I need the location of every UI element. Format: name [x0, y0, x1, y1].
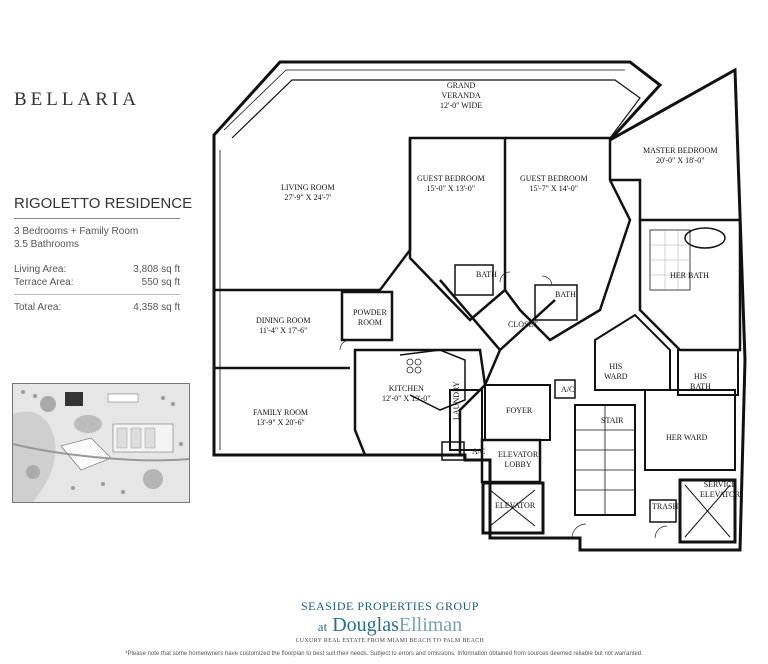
room-label-ac-1: A/C — [472, 447, 486, 456]
room-label-master-bedroom: MASTER BEDROOM 20'-0" X 18'-0" — [643, 146, 718, 165]
room-label-her-ward: HER WARD — [666, 433, 708, 442]
footer-brand-line2: at DouglasElliman — [285, 614, 495, 638]
room-label-laundry: LAUNDRY — [452, 381, 461, 420]
site-plan-image — [12, 383, 190, 503]
divider — [14, 294, 180, 295]
room-label-her-bath: HER BATH — [670, 271, 709, 280]
room-label-service-elevator: SERVICE ELEVATOR — [700, 480, 741, 499]
footer-name-b: Elliman — [398, 614, 463, 636]
room-label-elevator: ELEVATOR — [495, 501, 536, 510]
room-label-his-bath: HIS BATH — [690, 372, 711, 391]
terrace-area-label: Terrace Area: — [14, 277, 74, 288]
footer-brand-line1: SEASIDE PROPERTIES GROUP — [301, 599, 479, 613]
room-label-closet: CLOSET — [508, 320, 539, 329]
brand-title: BELLARIA — [14, 89, 140, 110]
residence-title: RIGOLETTO RESIDENCE — [14, 195, 193, 212]
room-label-family: FAMILY ROOM 13'-9" X 20'-6" — [253, 408, 308, 427]
total-area-value: 4,358 sq ft — [133, 302, 180, 313]
terrace-area-row: Terrace Area: 550 sq ft — [14, 277, 180, 288]
footer-at: at — [317, 619, 328, 634]
room-label-guest-bedroom-1: GUEST BEDROOM 15'-0" X 13'-0" — [417, 174, 485, 193]
total-area-row: Total Area: 4,358 sq ft — [14, 302, 180, 313]
footer-brand: SEASIDE PROPERTIES GROUP at DouglasEllim… — [285, 599, 495, 644]
floor-plan — [212, 60, 747, 552]
room-label-foyer: FOYER — [506, 406, 533, 415]
room-label-grand-veranda: GRAND VERANDA 12'-0" WIDE — [440, 81, 483, 110]
room-label-guest-bedroom-2: GUEST BEDROOM 15'-7" X 14'-0" — [520, 174, 588, 193]
divider — [14, 218, 180, 219]
room-label-bath-2: BATH — [555, 290, 576, 299]
footer-name-a: Douglas — [332, 614, 399, 636]
living-area-value: 3,808 sq ft — [133, 264, 180, 275]
room-label-trash: TRASH — [652, 502, 679, 511]
bedrooms-text: 3 Bedrooms + Family Room — [14, 226, 139, 237]
room-label-kitchen: KITCHEN 12'-0" X 19'-0" — [382, 384, 431, 403]
disclaimer: *Please note that some homeowners have c… — [125, 651, 643, 657]
total-area-label: Total Area: — [14, 302, 62, 313]
room-label-ac-2: A/C — [561, 385, 575, 394]
room-label-bath-1: BATH — [476, 270, 497, 279]
room-label-stair: STAIR — [601, 416, 624, 425]
room-label-his-ward: HIS WARD — [604, 362, 628, 381]
living-area-label: Living Area: — [14, 264, 67, 275]
footer-tagline: LUXURY REAL ESTATE FROM MIAMI BEACH TO P… — [295, 638, 485, 644]
room-label-powder: POWDER ROOM — [353, 308, 387, 327]
living-area-row: Living Area: 3,808 sq ft — [14, 264, 180, 275]
terrace-area-value: 550 sq ft — [141, 277, 180, 288]
room-label-living: LIVING ROOM 27'-9" X 24'-7' — [281, 183, 335, 202]
room-label-elevator-lobby: ELEVATOR LOBBY — [498, 450, 539, 469]
room-label-dining: DINING ROOM 11'-4" X 17'-6" — [256, 316, 311, 335]
bathrooms-text: 3.5 Bathrooms — [14, 239, 80, 250]
